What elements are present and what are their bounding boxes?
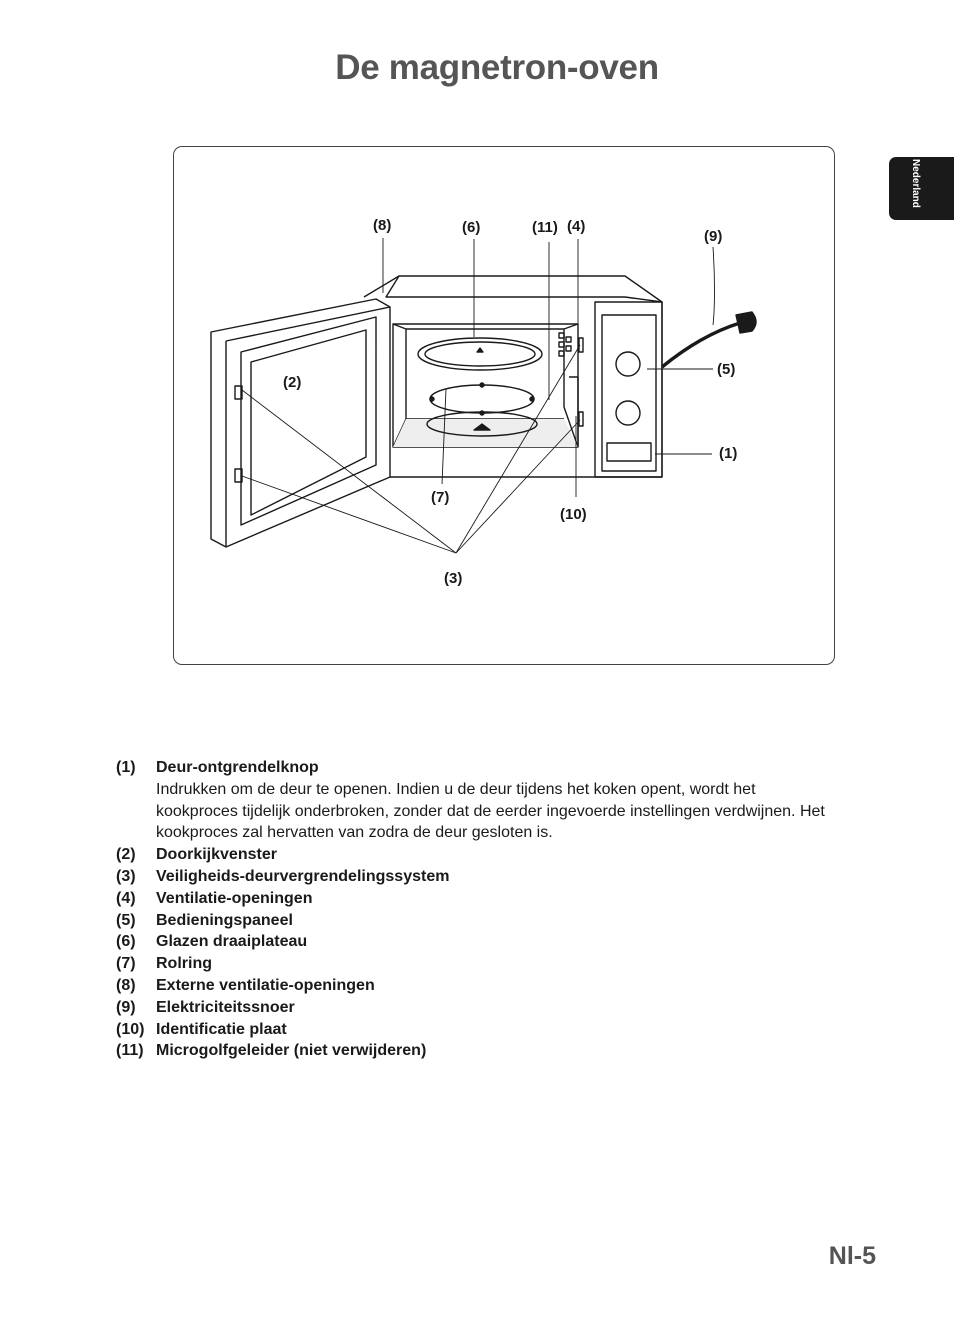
callout-3: (3) xyxy=(444,570,463,587)
page-number: Nl-5 xyxy=(828,1242,876,1270)
legend-item: (7)Rolring xyxy=(116,955,212,973)
legend-item: (2)Doorkijkvenster xyxy=(116,846,277,864)
door-hook-bottom xyxy=(234,468,243,483)
control-panel xyxy=(601,314,657,472)
callout-5: (5) xyxy=(717,361,736,378)
callout-11: (11) xyxy=(532,219,558,236)
legend-item-description: Indrukken om de deur te openen. Indien u… xyxy=(156,780,825,842)
interlock-slot-bottom xyxy=(578,411,584,427)
control-panel-frame xyxy=(594,301,663,478)
callout-10: (10) xyxy=(560,506,587,523)
legend-item: (6)Glazen draaiplateau xyxy=(116,933,308,951)
vent-openings xyxy=(558,332,565,339)
legend-item: (11)Microgolfgeleider (niet verwijderen) xyxy=(116,1042,427,1060)
callout-4: (4) xyxy=(567,218,586,235)
callout-9: (9) xyxy=(704,228,723,245)
control-knob-bottom xyxy=(615,400,641,426)
legend-item: (5)Bedieningspaneel xyxy=(116,911,293,929)
callout-1: (1) xyxy=(719,445,738,462)
callout-2: (2) xyxy=(283,374,302,391)
callout-8: (8) xyxy=(373,217,392,234)
language-tab: Nederland xyxy=(889,157,954,220)
glass-turntable xyxy=(417,337,543,371)
legend-item: (4)Ventilatie-openingen xyxy=(116,889,313,907)
control-knob-top xyxy=(615,351,641,377)
microwave-illustration xyxy=(210,238,757,554)
legend-item: (3)Veiligheids-deurvergrendelingssystem xyxy=(116,867,450,885)
language-tab-label: Nederland xyxy=(910,159,921,208)
page-title: De magnetron-oven xyxy=(335,48,659,87)
door-hook-top xyxy=(234,385,243,400)
legend-item: (10)Identificatie plaat xyxy=(116,1020,287,1038)
power-cord xyxy=(660,321,741,369)
legend-item: (9)Elektriciteitssnoer xyxy=(116,998,295,1016)
interlock-slot-top xyxy=(578,337,584,353)
callout-6: (6) xyxy=(462,219,481,236)
callout-7: (7) xyxy=(431,489,450,506)
microwave-diagram: (8) (6) (11) (4) (9) (5) (1) (2) (7) (10… xyxy=(173,146,835,665)
door-release-button xyxy=(606,442,652,462)
legend-item: (8)Externe ventilatie-openingen xyxy=(116,976,375,994)
